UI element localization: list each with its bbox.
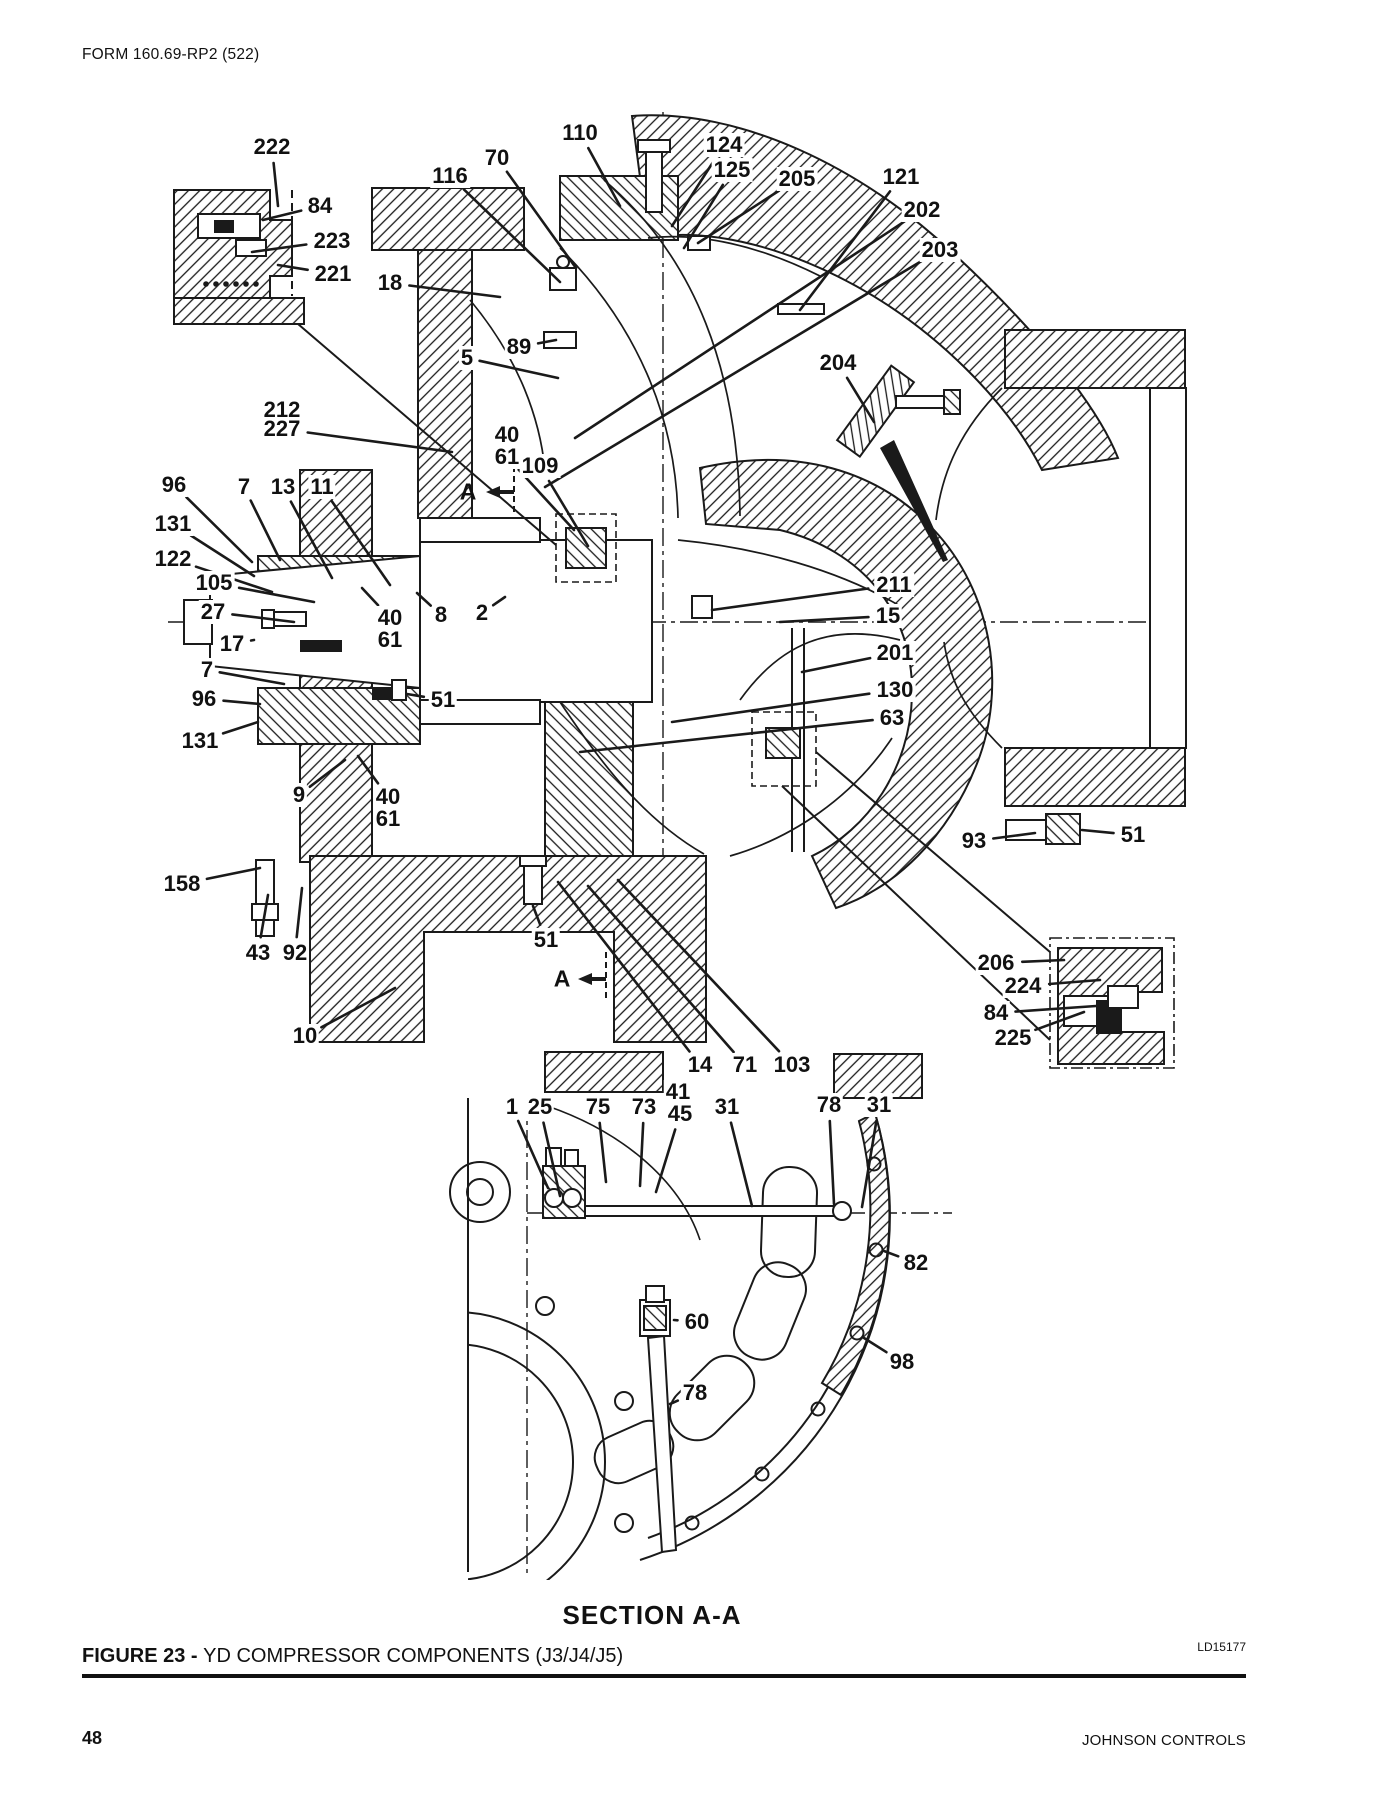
callout-201: 201 <box>874 640 916 665</box>
callout-223: 223 <box>311 228 353 253</box>
figure-caption: FIGURE 23 - YD COMPRESSOR COMPONENTS (J3… <box>82 1645 623 1668</box>
callout-121: 121 <box>880 164 922 189</box>
callout-15: 15 <box>873 603 903 628</box>
callout-45: 45 <box>665 1101 695 1126</box>
callout-40: 40 <box>492 422 522 447</box>
callout-63: 63 <box>877 705 907 730</box>
callout-71: 71 <box>730 1052 760 1077</box>
caption-rule <box>82 1674 1246 1678</box>
section-marker-A-2: A <box>553 965 571 992</box>
callout-98: 98 <box>887 1349 917 1374</box>
callout-8: 8 <box>432 602 450 627</box>
callout-93: 93 <box>959 828 989 853</box>
callout-204: 204 <box>817 350 859 375</box>
callout-105: 105 <box>193 570 235 595</box>
callout-11: 11 <box>308 474 336 499</box>
callout-78: 78 <box>814 1092 844 1117</box>
callout-40: 40 <box>375 605 405 630</box>
callout-89: 89 <box>504 334 534 359</box>
callout-221: 221 <box>312 261 354 286</box>
callout-7: 7 <box>235 474 253 499</box>
callout-122: 122 <box>152 546 194 571</box>
section-aa-label: SECTION A-A <box>562 1600 742 1630</box>
detail-inset-top-left <box>173 189 305 325</box>
company-name: JOHNSON CONTROLS <box>1081 1732 1246 1749</box>
callout-96: 96 <box>159 472 189 497</box>
page-number: 48 <box>82 1728 103 1748</box>
callout-125: 125 <box>711 157 753 182</box>
callout-116: 116 <box>430 163 470 188</box>
callout-131: 131 <box>179 728 221 753</box>
callout-60: 60 <box>682 1309 712 1334</box>
callout-75: 75 <box>583 1094 613 1119</box>
callout-82: 82 <box>901 1250 931 1275</box>
callout-78: 78 <box>680 1380 710 1405</box>
figure-caption-title: YD COMPRESSOR COMPONENTS (J3/J4/J5) <box>203 1645 624 1667</box>
detail-inset-bottom-right <box>1049 937 1175 1069</box>
callout-17: 17 <box>217 631 247 656</box>
section-aa-drawing <box>449 1098 891 1580</box>
callout-40: 40 <box>373 784 403 809</box>
figure-caption-number: FIGURE 23 - <box>82 1645 204 1667</box>
callout-222: 222 <box>251 134 293 159</box>
callout-103: 103 <box>771 1052 813 1077</box>
section-cut-arrows <box>486 466 607 1002</box>
callout-61: 61 <box>373 806 403 831</box>
callout-84: 84 <box>981 1000 1011 1025</box>
section-marker-A-1: A <box>459 478 477 505</box>
callout-206: 206 <box>975 950 1017 975</box>
callout-1: 1 <box>503 1094 521 1119</box>
callout-131: 131 <box>152 511 194 536</box>
callout-73: 73 <box>629 1094 659 1119</box>
callout-51: 51 <box>428 687 458 712</box>
callout-205: 205 <box>776 166 818 191</box>
callout-61: 61 <box>375 627 405 652</box>
callout-25: 25 <box>525 1094 555 1119</box>
callout-2: 2 <box>473 600 491 625</box>
callout-10: 10 <box>290 1023 320 1048</box>
callout-211: 211 <box>874 572 914 597</box>
drawing-number: LD15177 <box>1197 1640 1246 1654</box>
callout-31: 31 <box>712 1094 742 1119</box>
callout-109: 109 <box>519 453 561 478</box>
callout-227: 227 <box>261 416 303 441</box>
callout-31: 31 <box>864 1092 894 1117</box>
callout-92: 92 <box>280 940 310 965</box>
callout-110: 110 <box>560 120 600 145</box>
callout-124: 124 <box>703 132 745 157</box>
callout-158: 158 <box>161 871 203 896</box>
callout-9: 9 <box>290 782 308 807</box>
callout-41: 41 <box>663 1079 693 1104</box>
callout-51: 51 <box>531 927 561 952</box>
callout-27: 27 <box>198 599 228 624</box>
callout-43: 43 <box>243 940 273 965</box>
callout-130: 130 <box>874 677 916 702</box>
callout-18: 18 <box>375 270 405 295</box>
callout-202: 202 <box>901 197 943 222</box>
callout-5: 5 <box>458 345 476 370</box>
form-number: FORM 160.69-RP2 (522) <box>82 46 260 63</box>
callout-14: 14 <box>685 1052 715 1077</box>
callout-203: 203 <box>919 237 961 262</box>
main-view-drawing <box>183 114 1187 1099</box>
callout-13: 13 <box>268 474 298 499</box>
callout-224: 224 <box>1002 973 1044 998</box>
callout-7: 7 <box>198 657 216 682</box>
callout-70: 70 <box>482 145 512 170</box>
callout-84: 84 <box>305 193 335 218</box>
callout-61: 61 <box>492 444 522 469</box>
callout-225: 225 <box>992 1025 1034 1050</box>
callout-51: 51 <box>1118 822 1148 847</box>
callout-96: 96 <box>189 686 219 711</box>
